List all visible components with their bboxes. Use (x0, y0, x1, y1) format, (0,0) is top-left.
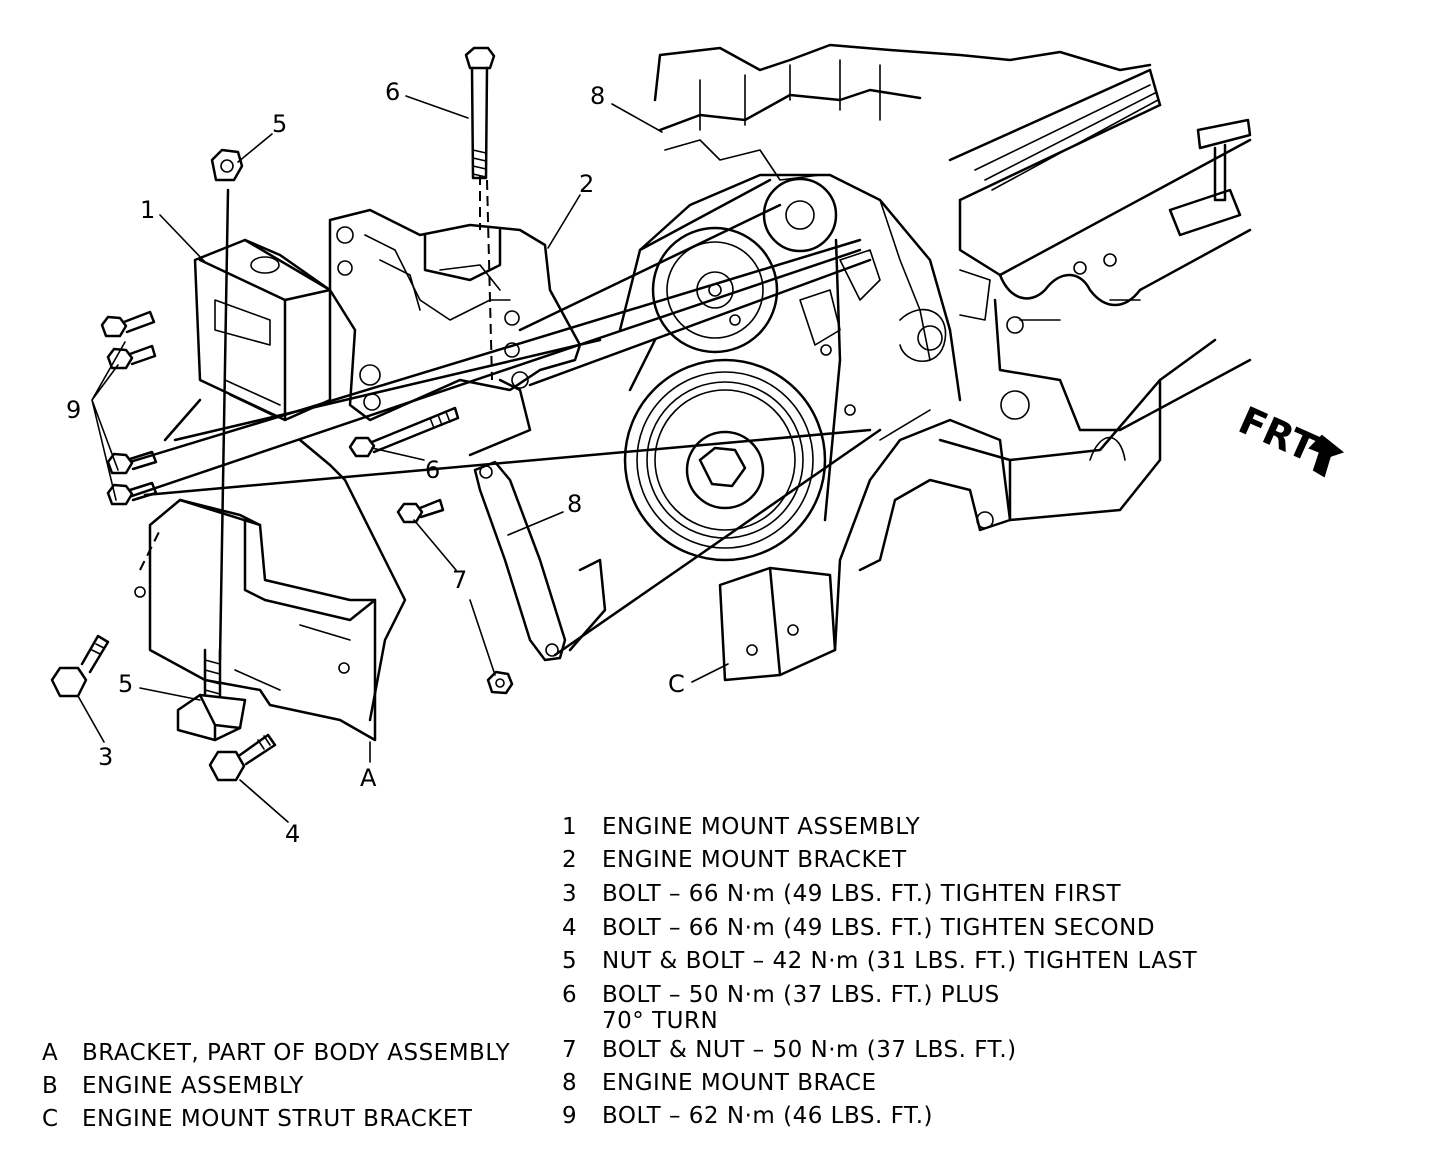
callout-leaders (77, 95, 729, 823)
bolt-6-vertical (464, 46, 496, 180)
callout-2: 2 (579, 170, 594, 198)
legend-lettered: A BRACKET, PART OF BODY ASSEMBLY B ENGIN… (42, 1040, 511, 1132)
legend-text: BOLT – 50 N·m (37 LBS. FT.) PLUS (602, 982, 1000, 1008)
fasteners (50, 46, 514, 782)
legend-numbered: 1 ENGINE MOUNT ASSEMBLY 2 ENGINE MOUNT B… (562, 814, 1198, 1129)
callout-6-mid: 6 (425, 456, 440, 484)
legend-key: 5 (562, 948, 577, 974)
legend-item: 7 BOLT & NUT – 50 N·m (37 LBS. FT.) (562, 1037, 1017, 1063)
bolt-4 (208, 733, 277, 782)
legend-key: 8 (562, 1070, 577, 1096)
legend-item: 4 BOLT – 66 N·m (49 LBS. FT.) TIGHTEN SE… (562, 915, 1155, 941)
legend-text: BRACKET, PART OF BODY ASSEMBLY (82, 1040, 511, 1066)
nut-5-top (210, 148, 244, 182)
legend-key: C (42, 1106, 58, 1132)
callout-1: 1 (140, 196, 155, 224)
legend-item: 3 BOLT – 66 N·m (49 LBS. FT.) TIGHTEN FI… (562, 881, 1121, 907)
callout-6-top: 6 (385, 78, 400, 106)
front-arrow-icon (1308, 434, 1345, 478)
front-label: FRT (1232, 398, 1323, 471)
callout-8-mid: 8 (567, 490, 582, 518)
legend-item: C ENGINE MOUNT STRUT BRACKET (42, 1106, 473, 1132)
legend-item: B ENGINE ASSEMBLY (42, 1073, 304, 1099)
bolt-5-bottom (176, 648, 247, 742)
bolt-6-mid (348, 406, 460, 458)
callout-5-bottom: 5 (118, 670, 133, 698)
body-bracket (134, 498, 377, 742)
legend-text-continued: 70° TURN (602, 1008, 718, 1034)
legend-item: A BRACKET, PART OF BODY ASSEMBLY (42, 1040, 511, 1066)
legend-item: 2 ENGINE MOUNT BRACKET (562, 847, 907, 873)
legend-text: BOLT – 66 N·m (49 LBS. FT.) TIGHTEN FIRS… (602, 881, 1121, 907)
legend-item: 5 NUT & BOLT – 42 N·m (31 LBS. FT.) TIGH… (562, 948, 1198, 974)
legend-key: B (42, 1073, 58, 1099)
legend-text: ENGINE MOUNT ASSEMBLY (602, 814, 921, 840)
callout-9: 9 (66, 396, 81, 424)
legend-key: A (42, 1040, 58, 1066)
callout-A: A (360, 764, 377, 792)
legend-key: 2 (562, 847, 577, 873)
legend-text: ENGINE MOUNT BRACKET (602, 847, 907, 873)
engine-mount-bracket (328, 208, 582, 422)
legend-item: 8 ENGINE MOUNT BRACE (562, 1070, 877, 1096)
callout-labels: 6 5 1 2 8 9 6 8 7 5 3 4 A C (66, 78, 685, 848)
alignment-lines (118, 175, 882, 722)
engine-mount-brace (473, 460, 567, 662)
legend-text: BOLT – 62 N·m (46 LBS. FT.) (602, 1103, 933, 1129)
legend-key: 3 (562, 881, 577, 907)
engine-mount-strut-bracket (718, 409, 1012, 682)
legend-item: 1 ENGINE MOUNT ASSEMBLY (562, 814, 921, 840)
legend-key: 1 (562, 814, 577, 840)
callout-8-top: 8 (590, 82, 605, 110)
legend-key: 4 (562, 915, 577, 941)
bolt-3 (50, 634, 110, 698)
front-direction-marker: FRT (1232, 398, 1345, 478)
callout-5-top: 5 (272, 110, 287, 138)
callout-7: 7 (452, 566, 467, 594)
callout-3: 3 (98, 743, 113, 771)
legend-text: BOLT – 66 N·m (49 LBS. FT.) TIGHTEN SECO… (602, 915, 1155, 941)
legend-text: ENGINE ASSEMBLY (82, 1073, 304, 1099)
engine-assembly (618, 43, 1252, 562)
legend-key: 6 (562, 982, 577, 1008)
legend-item: 9 BOLT – 62 N·m (46 LBS. FT.) (562, 1103, 933, 1129)
legend-key: 7 (562, 1037, 577, 1063)
bolt-7 (396, 498, 445, 524)
engine-mount-assembly (193, 238, 332, 422)
legend-text: ENGINE MOUNT STRUT BRACKET (82, 1106, 473, 1132)
legend-text: NUT & BOLT – 42 N·m (31 LBS. FT.) TIGHTE… (602, 948, 1198, 974)
callout-4: 4 (285, 820, 300, 848)
nut-7 (486, 670, 514, 695)
legend-text: ENGINE MOUNT BRACE (602, 1070, 877, 1096)
legend-item: 6 BOLT – 50 N·m (37 LBS. FT.) PLUS 70° T… (562, 982, 1000, 1034)
legend-text: BOLT & NUT – 50 N·m (37 LBS. FT.) (602, 1037, 1017, 1063)
callout-C: C (668, 670, 685, 698)
legend-key: 9 (562, 1103, 577, 1129)
